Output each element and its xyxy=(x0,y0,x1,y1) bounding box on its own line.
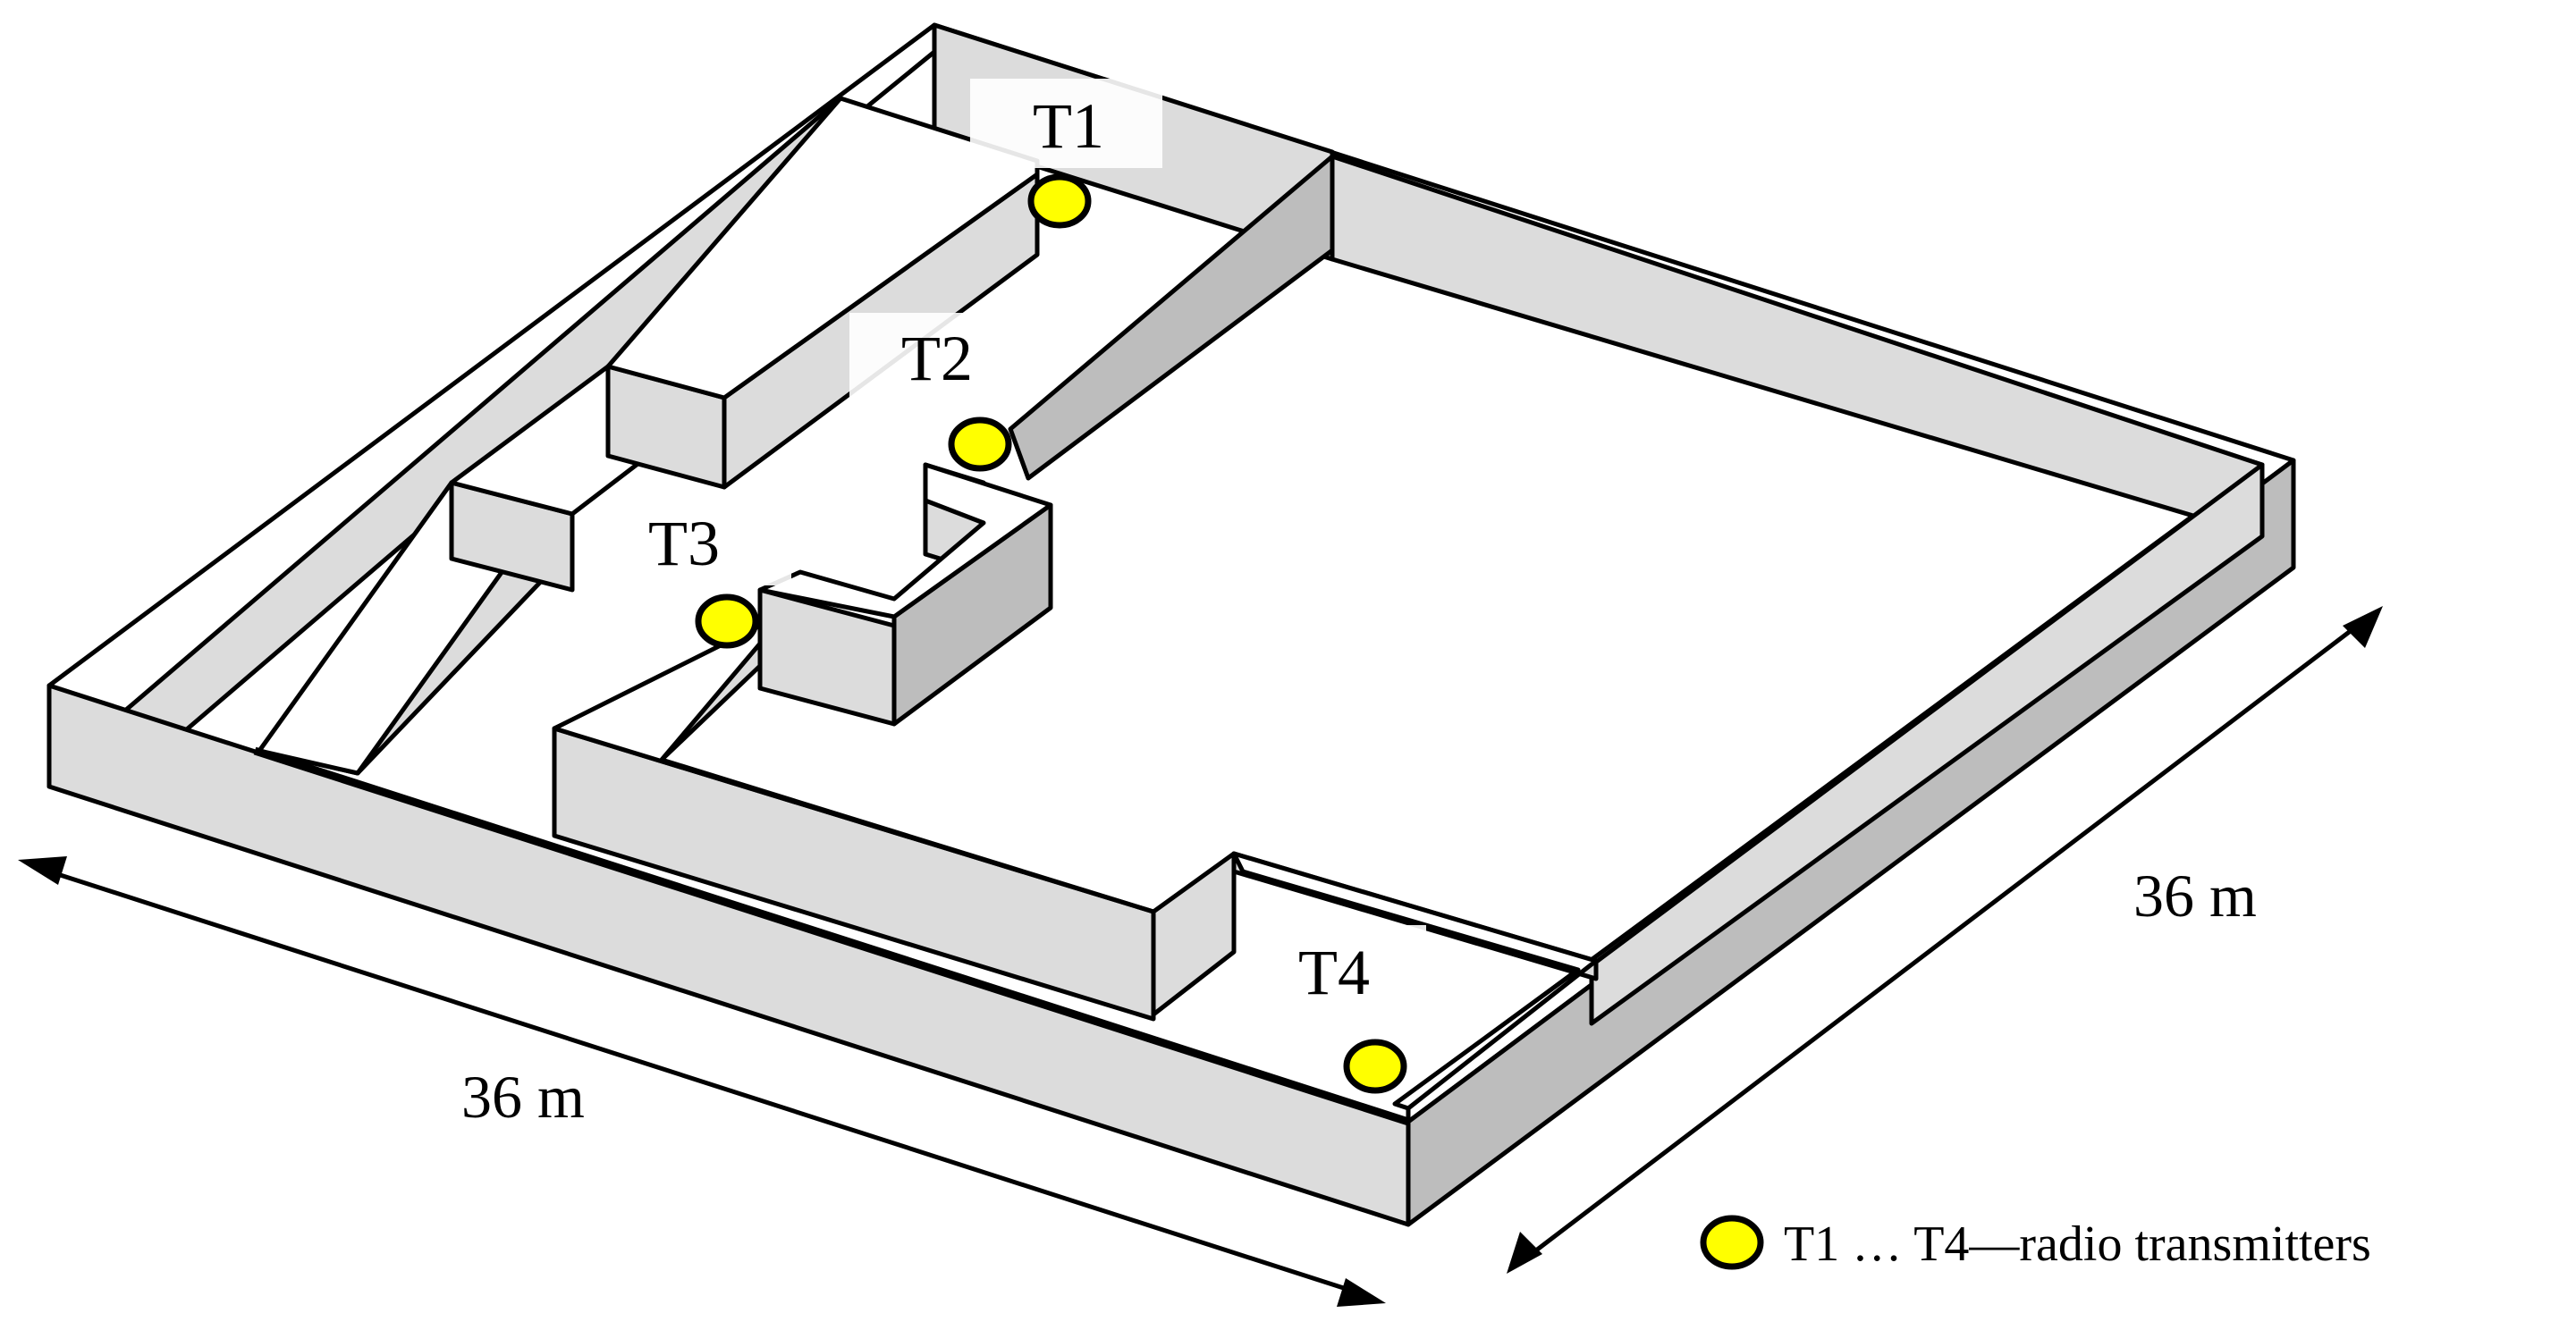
front-inner-edge xyxy=(253,746,1410,1126)
t3-label: T3 xyxy=(648,508,720,579)
t1-marker-icon xyxy=(1027,173,1092,229)
width-dimension-arrow xyxy=(18,856,1386,1307)
inner-wall-corridor-right-face xyxy=(1008,154,1335,481)
legend-marker-icon xyxy=(1700,1215,1764,1270)
t1-label: T1 xyxy=(1033,90,1104,162)
t4-room-top xyxy=(1231,851,1599,1111)
t4-marker-icon xyxy=(1343,1039,1407,1094)
t2-label: T2 xyxy=(901,323,973,394)
outer-wall-back-right-face xyxy=(1330,154,2265,539)
legend: T1 … T4—radio transmitters xyxy=(1700,1215,2371,1272)
transmitter-t2: T2 xyxy=(849,313,1024,472)
width-label: 36 m xyxy=(461,1063,585,1131)
t4-room-back-face xyxy=(1151,851,1237,1017)
t3-marker-icon xyxy=(695,593,759,649)
transmitter-t4: T4 xyxy=(1247,925,1426,1094)
transmitter-t3: T3 xyxy=(617,496,791,649)
transmitter-t1: T1 xyxy=(970,79,1162,229)
legend-text: T1 … T4—radio transmitters xyxy=(1784,1216,2371,1272)
outer-wall-right-inner-face xyxy=(1589,462,2265,1026)
depth-label: 36 m xyxy=(2133,862,2257,930)
t4-label: T4 xyxy=(1298,937,1370,1008)
inner-wall-t3-box-top xyxy=(757,462,1053,619)
depth-dimension-arrow xyxy=(1507,606,2383,1274)
t2-marker-icon xyxy=(948,417,1012,472)
